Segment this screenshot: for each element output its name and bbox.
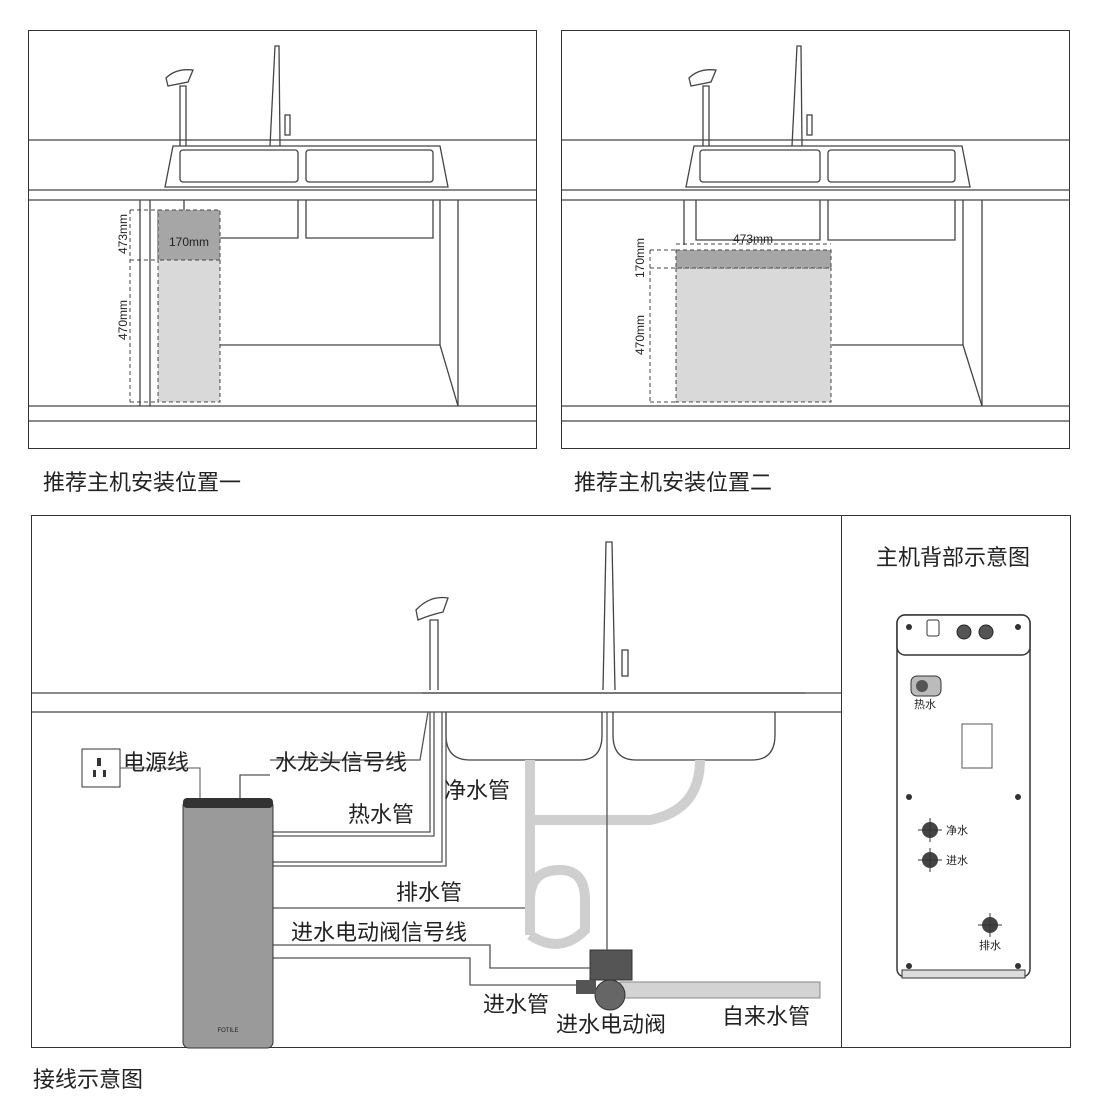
p2-dim-470: 470mm	[633, 315, 647, 355]
wiring-diagram-panel	[31, 515, 842, 1048]
position-2-illustration	[562, 45, 1069, 422]
label-tap-water-pipe: 自来水管	[722, 1005, 810, 1030]
label-valve-signal: 进水电动阀信号线	[291, 921, 467, 946]
port-label-inlet: 进水	[946, 854, 968, 867]
label-drain-pipe: 排水管	[396, 881, 462, 906]
inlet-valve-knob	[594, 979, 626, 1011]
port-label-pure: 净水	[946, 823, 968, 837]
brand-logo: FOTILE	[217, 1028, 238, 1034]
unit-placeholder-2	[675, 267, 832, 403]
tap-water-pipe	[619, 981, 821, 999]
p1-dim-170: 170mm	[169, 235, 209, 249]
label-pure-water-pipe: 净水管	[444, 779, 510, 804]
label-inlet-valve: 进水电动阀	[556, 1013, 666, 1038]
caption-position-2: 推荐主机安装位置二	[574, 471, 773, 496]
main-unit-top	[183, 798, 273, 808]
unit-top-shade-1	[157, 209, 221, 261]
caption-back-view: 主机背部示意图	[876, 546, 1031, 571]
top-port-2-icon	[978, 624, 994, 640]
caption-wiring: 接线示意图	[33, 1068, 144, 1093]
p2-dim-170: 170mm	[633, 238, 647, 278]
label-faucet-signal: 水龙头信号线	[275, 751, 407, 776]
unit-top-shade-2	[675, 249, 832, 269]
install-position-1-panel	[28, 30, 537, 449]
p2-dim-473: 473mm	[733, 232, 773, 246]
top-port-1-icon	[956, 624, 972, 640]
label-power: 电源线	[123, 751, 189, 776]
p1-dim-470: 470mm	[116, 300, 130, 340]
port-label-hot: 热水	[914, 698, 936, 711]
label-hot-water-pipe: 热水管	[348, 803, 414, 828]
port-label-drain: 排水	[979, 938, 1001, 952]
unit-back-body	[896, 614, 1031, 978]
back-label-plate	[961, 723, 993, 769]
power-socket-icon	[81, 748, 121, 788]
inlet-valve-fitting	[576, 980, 596, 994]
main-unit	[182, 799, 274, 1049]
p1-dim-473: 473mm	[116, 214, 130, 254]
position-1-illustration	[29, 45, 536, 422]
caption-position-1: 推荐主机安装位置一	[43, 471, 242, 496]
inlet-valve-body	[589, 949, 633, 981]
wiring-illustration	[32, 541, 841, 761]
label-inlet-pipe: 进水管	[483, 993, 549, 1018]
